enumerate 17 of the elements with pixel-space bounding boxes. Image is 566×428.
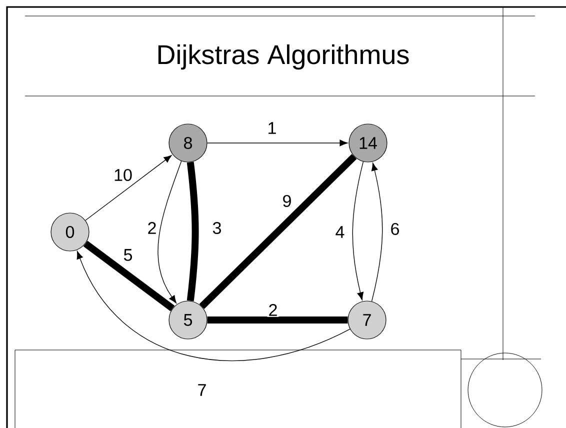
edge-label: 7 xyxy=(198,384,206,396)
edge-label: 5 xyxy=(124,249,132,261)
edge-label: 2 xyxy=(148,222,156,234)
arrow xyxy=(371,162,383,302)
edge-label: 3 xyxy=(212,222,221,234)
arrow xyxy=(352,161,364,300)
arrow xyxy=(158,160,182,304)
edge-label: 1 xyxy=(268,122,276,134)
edge-label: 4 xyxy=(336,226,344,238)
edge-label: 9 xyxy=(283,194,291,208)
arrow xyxy=(85,155,172,221)
edge-label: 6 xyxy=(391,222,399,236)
arrow xyxy=(76,251,350,361)
title: Dijkstras Algorithmus xyxy=(158,44,409,70)
arrow xyxy=(206,140,348,146)
edge-label: 2 xyxy=(269,304,277,316)
edge-label: 10 xyxy=(114,168,132,182)
